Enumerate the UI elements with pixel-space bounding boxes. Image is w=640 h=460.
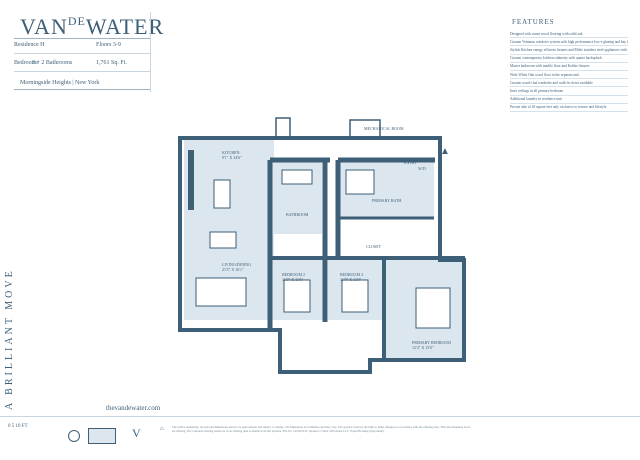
primary-name: PRIMARY BEDROOM [412, 340, 451, 345]
floor-plan [178, 117, 466, 374]
disclaimer-text: The artist's renderings, layouts and dim… [172, 425, 471, 433]
sofa [195, 277, 247, 307]
feature-item: Private side of 26 square feet only excl… [510, 104, 628, 112]
feature-item: Stylish Kitchen energy efficient fixture… [510, 46, 628, 55]
tagline: A BRILLIANT MOVE [4, 268, 15, 410]
feature-item: Wide White Oak wood floor in the separat… [510, 71, 628, 80]
scale-bar: 0 5 10 FT [8, 424, 28, 429]
bed3-dim: 11'0" X 11'9" [340, 277, 362, 282]
website-link[interactable]: thevandewater.com [106, 404, 161, 412]
logo-part-suffix: WATER [85, 14, 165, 39]
walls [178, 136, 466, 374]
primary-bed [415, 287, 451, 329]
address-label: Morningside Heights | New York [20, 80, 100, 86]
feature-item: Master bathroom with marble floor and Ko… [510, 63, 628, 71]
brand-monogram-icon: V [132, 426, 141, 440]
logo-part-prefix: VAN [20, 14, 68, 39]
north-arrow-icon: ▲ [440, 146, 450, 157]
kitchen-dim: 9'1" X 14'6" [222, 155, 242, 160]
header-divider [150, 12, 151, 92]
feature-item: Custom Ventanas windows system with high… [510, 38, 628, 47]
bedrooms-label: Bedrooms [14, 60, 39, 66]
bed3-name: BEDROOM 3 [340, 272, 364, 277]
keyplan-icon [88, 428, 116, 444]
living-dim: 21'5" X 16'1" [222, 267, 244, 272]
brand-logo: VANDEWATER [20, 14, 164, 40]
bed2-name: BEDROOM 2 [282, 272, 306, 277]
feature-item: Additional laundry in residence unit [510, 96, 628, 104]
compass-icon [68, 430, 80, 442]
feature-item: Custom wood-clad wardrobe and walk-in cl… [510, 79, 628, 88]
kitchen-name: KITCHEN [222, 150, 240, 155]
info-row-2: Bedrooms 3 + 2 Bathrooms 1,761 Sq. Ft. [14, 57, 150, 72]
features-title: FEATURES [512, 18, 555, 26]
equal-housing-icon: ⌂ [160, 426, 164, 432]
wd-label: W/D [418, 166, 426, 171]
logo-part-small: DE [67, 14, 86, 28]
balcony-left [275, 117, 291, 139]
bed-detail-label: 3 + 2 Bathrooms [32, 60, 73, 66]
kitchen-island [213, 179, 231, 209]
info-row-1: Residence H Floors 3-9 [14, 39, 150, 54]
vanity [281, 169, 313, 185]
floors-label: Floors 3-9 [96, 42, 121, 48]
kitchen-counter [188, 150, 194, 210]
bed-3 [341, 279, 369, 313]
furniture [188, 150, 451, 329]
tub [345, 169, 375, 195]
unit-info-box: Residence H Floors 3-9 Bedrooms 3 + 2 Ba… [14, 38, 150, 90]
primary-bath-label: PRIMARY BATH [372, 198, 402, 203]
living-name: LIVING/DINING [222, 262, 252, 267]
entry-label: ENTRY [404, 160, 418, 165]
mech-room-label: MECHANICAL ROOM [364, 126, 404, 131]
bed2-dim: 11'9" X 11'6" [282, 277, 304, 282]
feature-item: Designed with warm wood flooring with so… [510, 30, 628, 39]
footer-divider [0, 416, 640, 417]
area-label: 1,761 Sq. Ft. [96, 60, 127, 66]
primary-dim: 12'4" X 15'0" [412, 345, 434, 350]
residence-label: Residence H [14, 42, 45, 48]
feature-item: Custom contemporary kitchen cabinetry wi… [510, 55, 628, 63]
bed-2 [283, 279, 311, 313]
closet-label: CLOSET [366, 244, 382, 249]
dining-table [209, 231, 237, 249]
outer-wall [178, 136, 466, 374]
feature-item: Inset ceilings in all primary bedroom [510, 87, 628, 96]
balcony-right [349, 119, 381, 139]
features-list: Designed with warm wood flooring with so… [510, 30, 628, 112]
bath-label: BATHROOM [286, 212, 309, 217]
